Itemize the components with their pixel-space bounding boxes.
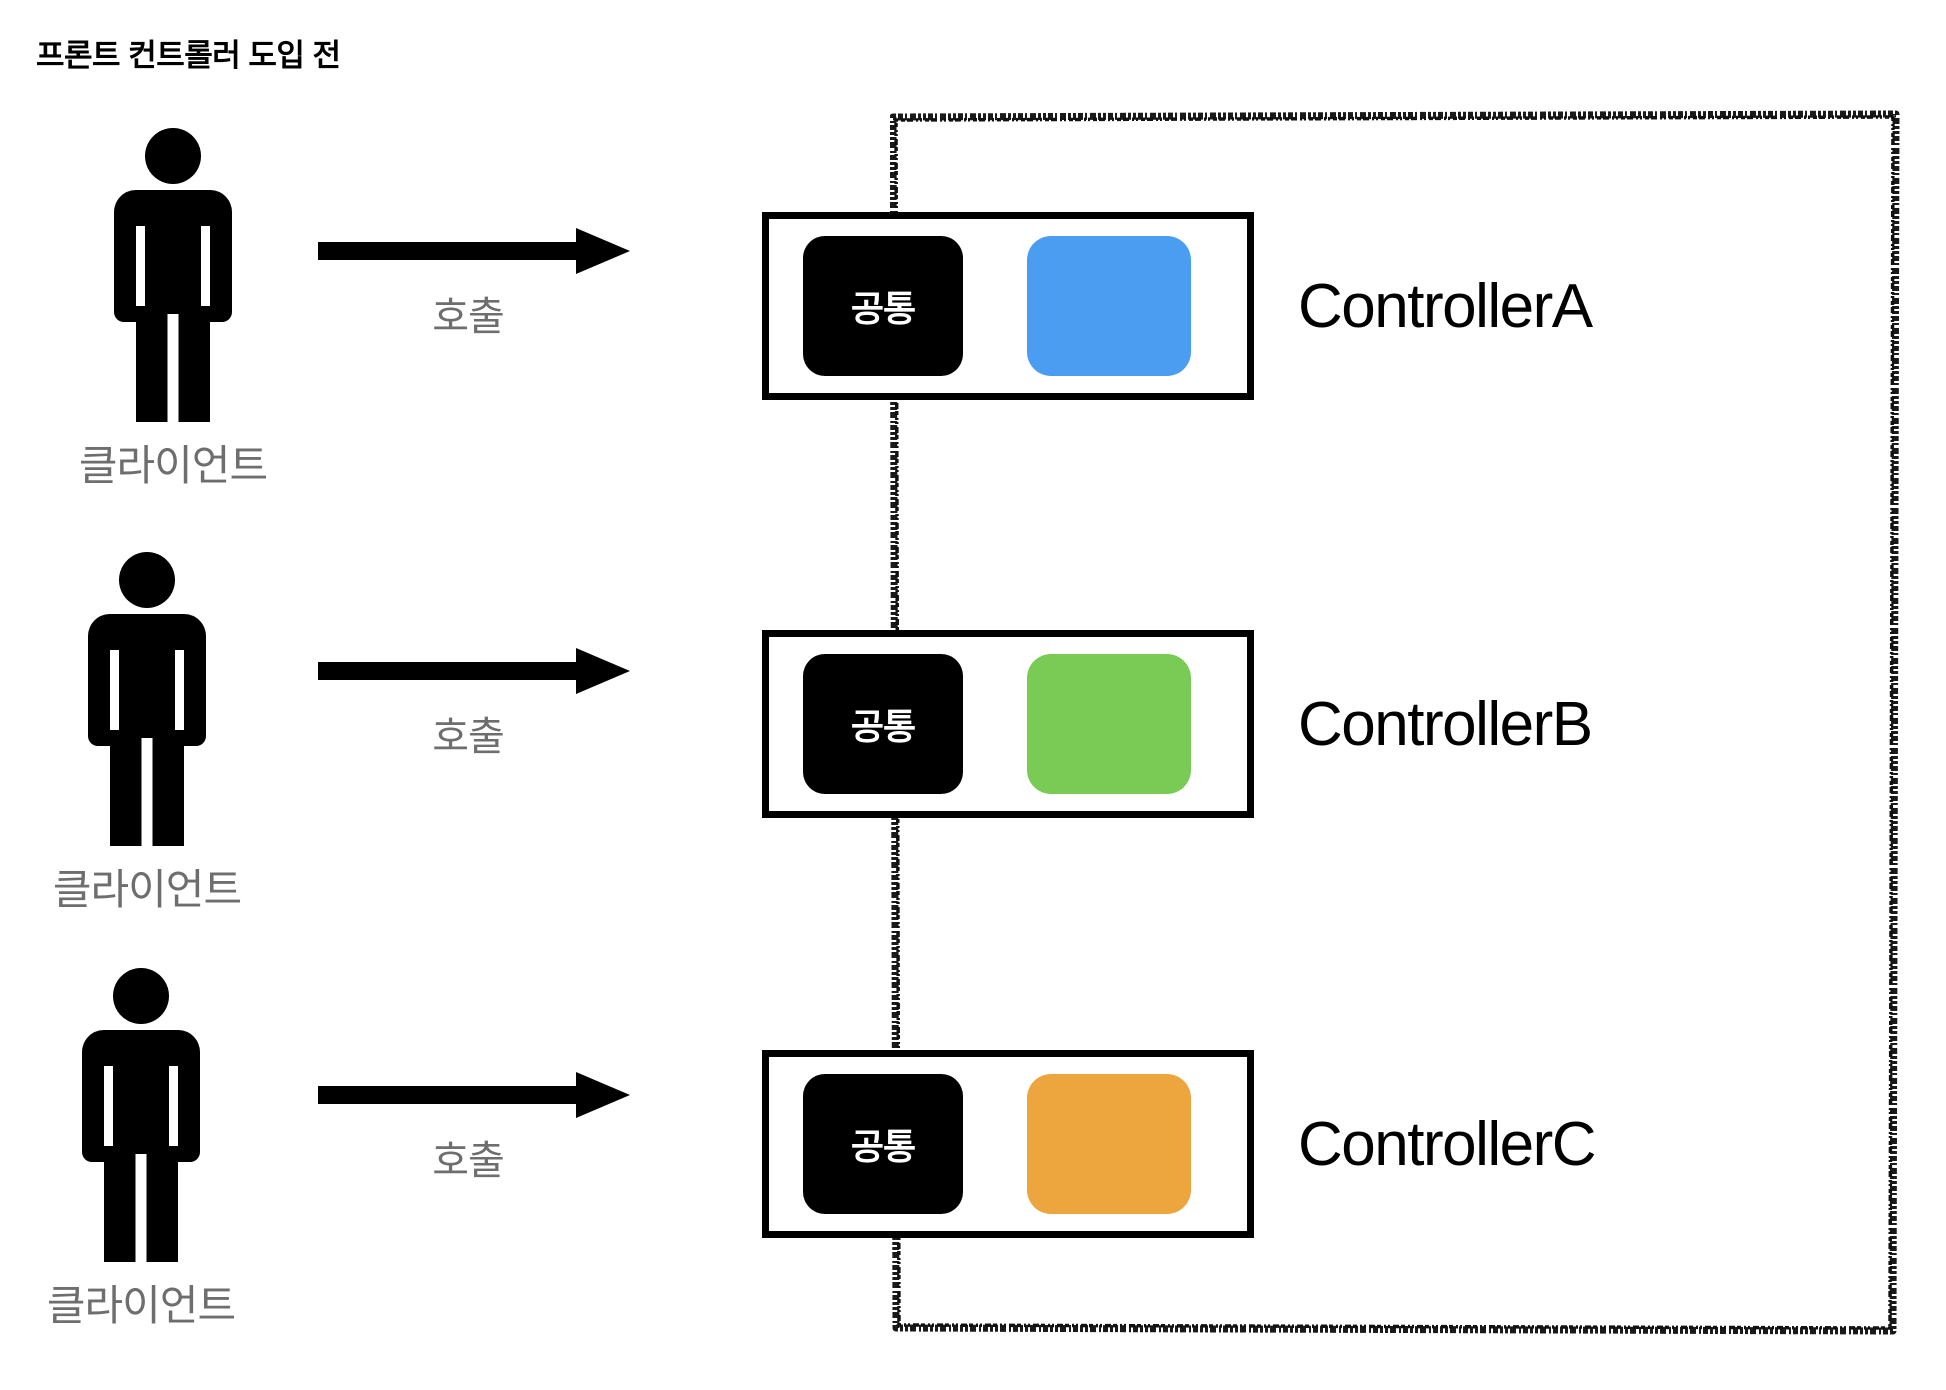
call-arrow-icon: [318, 228, 630, 274]
person-leg-gap: [167, 314, 179, 422]
client-person-icon: [88, 552, 206, 846]
call-label: 호출: [432, 715, 505, 759]
arrow-head: [576, 228, 630, 274]
common-chip-label: 공통: [850, 288, 916, 329]
client-group-2: 클라이언트: [0, 552, 312, 917]
client-label: 클라이언트: [78, 442, 268, 489]
page-title: 프론트 컨트롤러 도입 전: [36, 38, 341, 73]
common-chip-label: 공통: [850, 1126, 916, 1167]
person-torso: [114, 190, 232, 322]
call-arrow-group-2: 호출: [318, 648, 648, 762]
call-arrow-group-3: 호출: [318, 1072, 648, 1186]
controller-row-c[interactable]: 공통 ControllerC: [762, 1050, 1597, 1238]
client-group-3: 클라이언트: [0, 968, 306, 1333]
arrow-shaft: [318, 242, 580, 260]
logic-chip: [1027, 654, 1191, 794]
person-arm-gap-left: [104, 1066, 113, 1166]
common-chip: 공통: [803, 236, 963, 376]
client-person-icon: [82, 968, 200, 1262]
common-chip: 공통: [803, 1074, 963, 1214]
call-arrow-group-1: 호출: [318, 228, 648, 342]
controller-row-b[interactable]: 공통 ControllerB: [762, 630, 1593, 818]
call-label: 호출: [432, 1139, 505, 1183]
controller-label: ControllerA: [1298, 271, 1593, 341]
person-arm-gap-right: [201, 226, 210, 326]
person-head: [119, 552, 175, 608]
controller-label: ControllerC: [1298, 1109, 1597, 1179]
arrow-head: [576, 648, 630, 694]
logic-chip: [1027, 1074, 1191, 1214]
person-leg-gap: [141, 738, 153, 846]
controller-box[interactable]: 공통: [762, 1050, 1254, 1238]
person-arm-gap-left: [110, 650, 119, 750]
person-arm-gap-right: [169, 1066, 178, 1166]
person-head: [113, 968, 169, 1024]
call-label: 호출: [432, 295, 505, 339]
arrow-shaft: [318, 662, 580, 680]
person-arm-gap-left: [136, 226, 145, 326]
controller-row-a[interactable]: 공통 ControllerA: [762, 212, 1593, 400]
common-chip-label: 공통: [850, 706, 916, 747]
common-chip: 공통: [803, 654, 963, 794]
controller-box[interactable]: 공통: [762, 212, 1254, 400]
client-group-1: 클라이언트: [8, 128, 338, 493]
arrow-shaft: [318, 1086, 580, 1104]
client-label: 클라이언트: [52, 866, 242, 913]
call-arrow-icon: [318, 648, 630, 694]
arrow-head: [576, 1072, 630, 1118]
client-person-icon: [114, 128, 232, 422]
person-leg-gap: [135, 1154, 147, 1262]
person-arm-gap-right: [175, 650, 184, 750]
person-head: [145, 128, 201, 184]
call-arrow-icon: [318, 1072, 630, 1118]
logic-chip: [1027, 236, 1191, 376]
controller-label: ControllerB: [1298, 689, 1593, 759]
person-torso: [88, 614, 206, 746]
client-label: 클라이언트: [46, 1282, 236, 1329]
controller-box[interactable]: 공통: [762, 630, 1254, 818]
person-torso: [82, 1030, 200, 1162]
